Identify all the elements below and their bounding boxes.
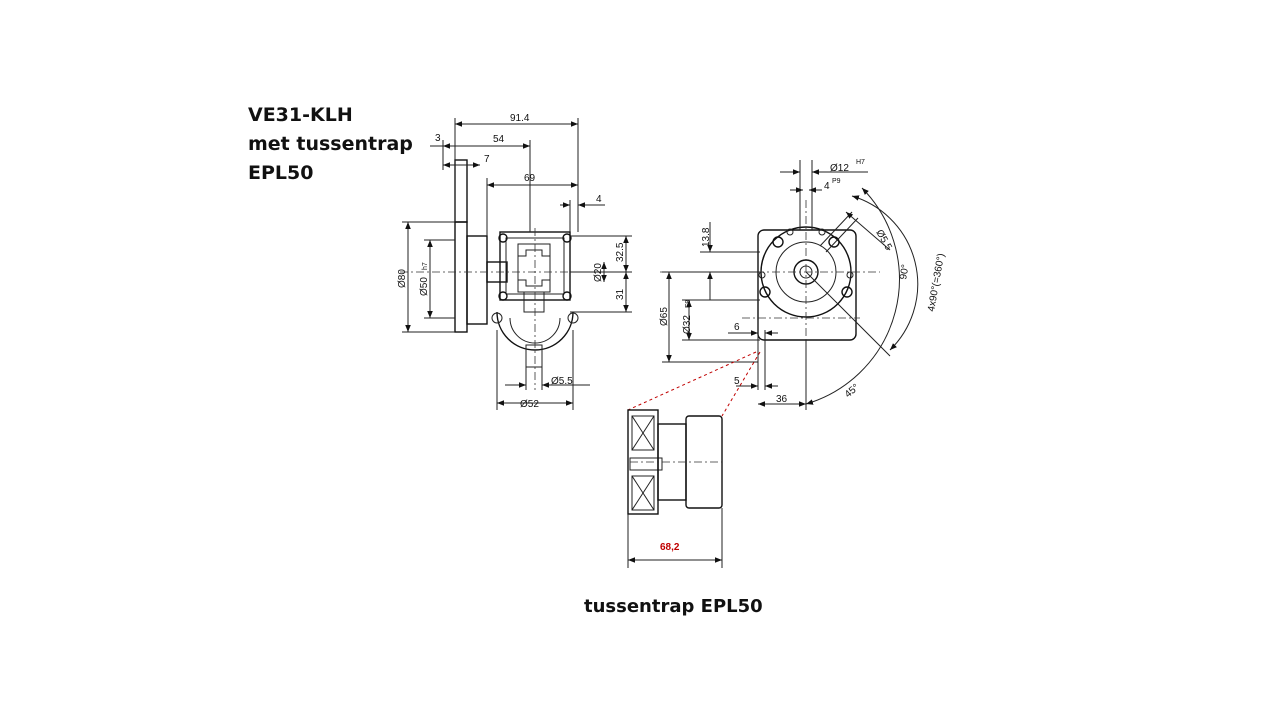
dim-4: 4	[596, 194, 602, 205]
dim-69: 69	[524, 173, 536, 184]
dim-6: 6	[734, 322, 740, 333]
caption: tussentrap EPL50	[584, 596, 763, 617]
front-housing	[757, 229, 857, 341]
dim-phi32-tol: F8	[685, 300, 692, 308]
dim-90deg: 90°	[898, 264, 911, 281]
title-line-2: met tussentrap	[248, 133, 413, 155]
dim-phi32: Ø32	[682, 315, 693, 334]
dim-32-5: 32.5	[615, 242, 626, 262]
dim-4p9: 4	[824, 181, 830, 192]
dim-phi65: Ø65	[659, 307, 670, 326]
dim-phi5-5-side: Ø5.5	[551, 376, 573, 387]
title-line-1: VE31-KLH	[248, 104, 353, 126]
dim-5: 5	[734, 376, 740, 387]
dim-68-2: 68,2	[660, 542, 680, 553]
dim-phi80: Ø80	[397, 269, 408, 288]
flange-upper	[454, 159, 468, 223]
detail-view: 68,2	[627, 409, 723, 568]
side-view: 91.4 54 3 7 69 4 32.5 31 Ø2	[397, 113, 632, 410]
flange-plate	[454, 221, 468, 333]
title-line-3: EPL50	[248, 162, 314, 184]
dim-phi12: Ø12	[830, 163, 849, 174]
dim-7: 7	[484, 154, 490, 165]
dim-13-8: 13.8	[701, 227, 712, 247]
dim-54: 54	[493, 134, 505, 145]
detail-leader-right	[721, 351, 761, 417]
front-view: Ø12 H7 4 P9 Ø5.5 13.8 Ø65 Ø32 F8	[659, 159, 947, 410]
dim-4p9-tol: P9	[832, 178, 841, 185]
lower-housing-arc	[496, 311, 574, 351]
dim-31: 31	[615, 288, 626, 300]
dim-phi52: Ø52	[520, 399, 539, 410]
dim-phi12-tol: H7	[856, 159, 865, 166]
dim-3: 3	[435, 133, 441, 144]
dim-phi50-tol: h7	[422, 262, 429, 270]
dim-36: 36	[776, 394, 788, 405]
dim-phi50: Ø50	[419, 277, 430, 296]
dim-phi20: Ø20	[593, 263, 604, 282]
flange-hub	[466, 235, 488, 325]
dim-91-4: 91.4	[510, 113, 530, 124]
dim-4x90: 4x90°(=360°)	[926, 253, 947, 313]
